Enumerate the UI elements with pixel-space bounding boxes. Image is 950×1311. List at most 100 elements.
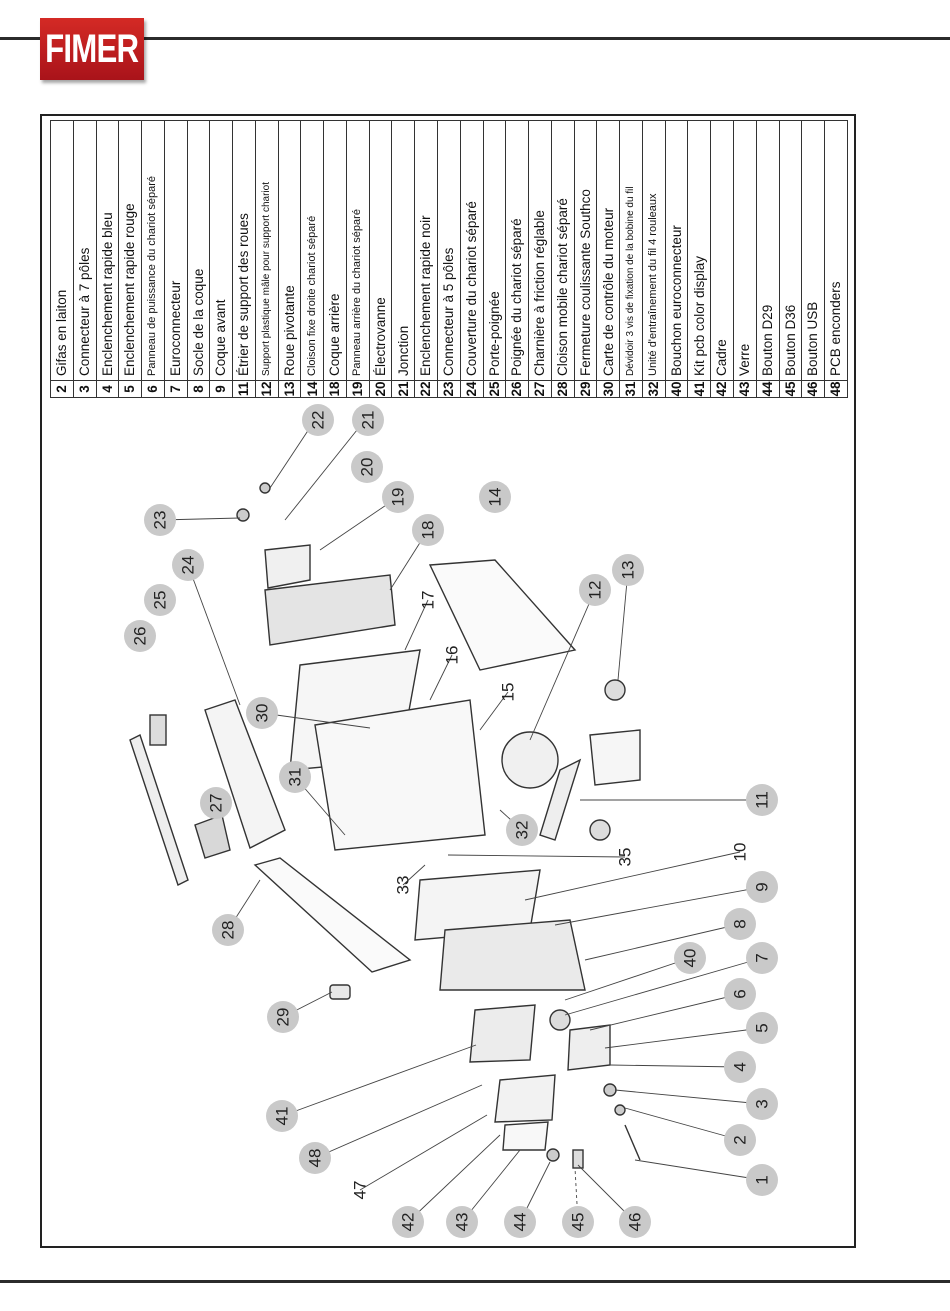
part-number: 22 [414, 380, 438, 398]
part-number: 14 [300, 380, 324, 398]
part-label: Porte-poignée [483, 120, 506, 381]
part-number: 18 [323, 380, 347, 398]
part-label: Enclenchement rapide bleu [96, 120, 119, 381]
part-number: 6 [141, 380, 165, 398]
part-number: 30 [596, 380, 620, 398]
part-number: 20 [369, 380, 392, 398]
part-label: Verre [733, 120, 757, 381]
header-rule [0, 37, 950, 40]
part-number: 43 [733, 380, 757, 398]
part-number: 8 [187, 380, 210, 398]
part-label: Roue pivotante [278, 120, 301, 381]
part-label: Bouchon euroconnecteur [665, 120, 688, 381]
part-label: Gifas en laiton [50, 120, 74, 381]
part-label: Unité d'entraînement du fil 4 rouleaux [642, 120, 666, 381]
part-label: Cloison mobile chariot séparé [551, 120, 575, 381]
footer-rule [0, 1280, 950, 1283]
part-number: 26 [505, 380, 529, 398]
part-number: 27 [528, 380, 552, 398]
part-number: 4 [96, 380, 119, 398]
part-number: 19 [346, 380, 370, 398]
part-number: 29 [574, 380, 597, 398]
part-number: 21 [391, 380, 415, 398]
part-label: Couverture du chariot séparé [460, 120, 484, 381]
part-number: 24 [460, 380, 484, 398]
part-label: Coque avant [209, 120, 233, 381]
part-label: Bouton USB [801, 120, 825, 381]
part-number: 28 [551, 380, 575, 398]
part-label: Socle de la coque [187, 120, 210, 381]
part-label: Support plastique mâle pour support char… [255, 120, 279, 381]
logo-text: FIMER [45, 26, 139, 71]
part-number: 44 [756, 380, 779, 398]
part-number: 12 [255, 380, 279, 398]
part-label: Étrier de support des roues [232, 120, 256, 381]
part-number: 23 [437, 380, 461, 398]
part-label: Enclenchement rapide noir [414, 120, 438, 381]
part-label: Cadre [710, 120, 734, 381]
part-label: PCB enconders [824, 120, 848, 381]
part-number: 7 [164, 380, 188, 398]
part-label: Connecteur à 5 pôles [437, 120, 461, 381]
part-number: 9 [209, 380, 233, 398]
part-label: Panneau arrière du chariot séparé [346, 120, 370, 381]
part-number: 32 [642, 380, 666, 398]
part-label: Dévidoir 3 vis de fixation de la bobine … [619, 120, 643, 381]
part-number: 48 [824, 380, 848, 398]
part-label: Jonction [391, 120, 415, 381]
part-number: 41 [687, 380, 711, 398]
part-number: 5 [118, 380, 142, 398]
part-label: Panneau de puissance du chariot séparé [141, 120, 165, 381]
part-label: Enclenchement rapide rouge [118, 120, 142, 381]
part-label: Carte de contrôle du moteur [596, 120, 620, 381]
part-label: Cloison fixe droite chariot séparé [300, 120, 324, 381]
part-label: Fermeture coulissante Southco [574, 120, 597, 381]
part-label: Électrovanne [369, 120, 392, 381]
part-number: 2 [50, 380, 74, 398]
part-label: Charnière à friction réglable [528, 120, 552, 381]
part-number: 13 [278, 380, 301, 398]
part-number: 46 [801, 380, 825, 398]
part-number: 31 [619, 380, 643, 398]
part-number: 11 [232, 380, 256, 398]
part-number: 45 [779, 380, 802, 398]
part-number: 3 [73, 380, 97, 398]
part-label: Kit pcb color display [687, 120, 711, 381]
part-label: Bouton D29 [756, 120, 779, 381]
page-frame [40, 114, 856, 1248]
part-number: 40 [665, 380, 688, 398]
